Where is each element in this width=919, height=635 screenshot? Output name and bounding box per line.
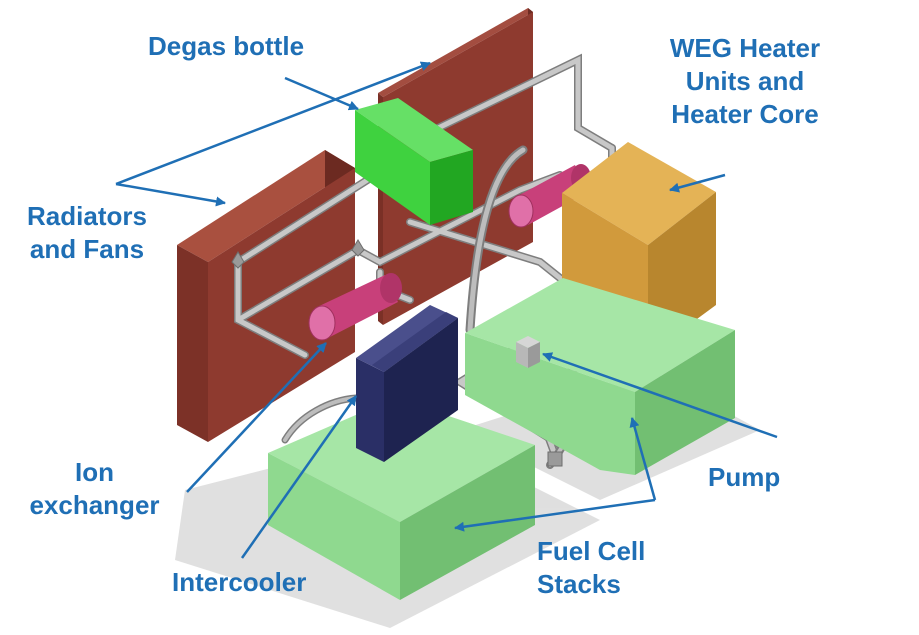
- arrow-fuel-cell-left: [454, 498, 656, 532]
- arrow-intercooler: [240, 395, 358, 559]
- label-ion-exchanger: Ion exchanger: [29, 457, 160, 520]
- intercooler: [356, 305, 458, 462]
- ion-exchanger-front: [308, 273, 402, 341]
- pump-body: [516, 336, 540, 368]
- pipe-fittings: [231, 239, 563, 467]
- label-radiators-and-fans: Radiators and Fans: [27, 201, 147, 264]
- arrow-ion-exchanger: [186, 342, 327, 493]
- label-weg-heater: WEG Heater Units and Heater Core: [669, 33, 821, 129]
- arrow-pump: [542, 352, 778, 439]
- label-degas-bottle: Degas bottle: [148, 31, 305, 61]
- label-pump: Pump: [708, 462, 781, 492]
- arrow-heater-core: [669, 173, 726, 193]
- fuel-cell-stack-right: [465, 278, 735, 475]
- label-intercooler: Intercooler: [172, 567, 307, 597]
- arrow-degas-bottle: [284, 76, 359, 111]
- degas-bottle: [355, 98, 473, 225]
- ion-exchanger-rear: [508, 164, 591, 228]
- arrow-fuel-cell-right: [629, 417, 657, 501]
- radiator-front: [177, 150, 355, 442]
- arrow-radiator-rear: [115, 61, 431, 186]
- label-fuel-cell-stacks: Fuel Cell Stacks: [537, 536, 646, 599]
- fuel-cell-stack-left: [268, 398, 535, 600]
- callout-arrows: [115, 61, 778, 559]
- arrow-radiator-front: [115, 182, 226, 207]
